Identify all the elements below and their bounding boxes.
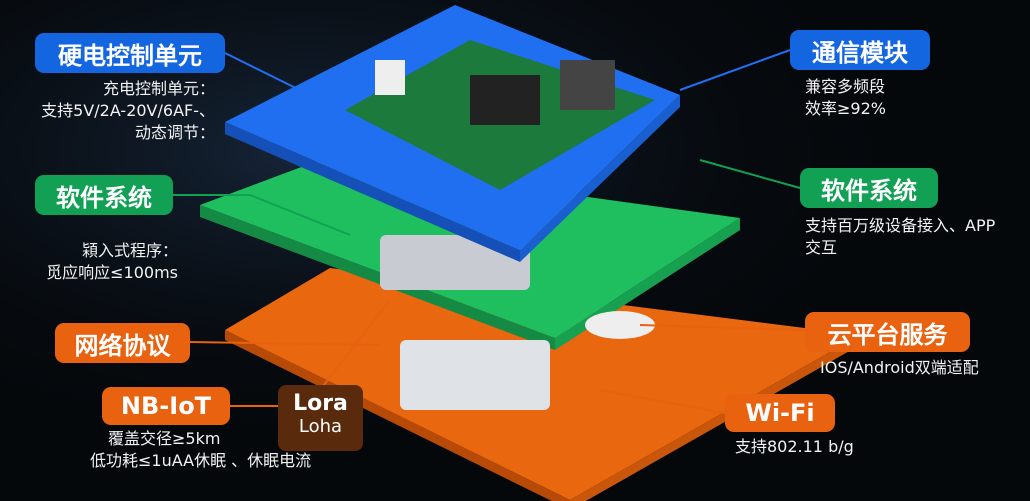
cloud-platform-tag: 云平台服务 <box>805 312 970 352</box>
wifi-tag: Wi-Fi <box>725 394 835 432</box>
text-line: 交互 <box>805 238 838 257</box>
text-line: 低功耗≤1uAA休眠 、休眠电流 <box>90 451 312 470</box>
heatsink <box>560 60 615 110</box>
text-line: 动态调节： <box>134 123 215 142</box>
mouse-device <box>585 311 655 339</box>
blue-layer <box>225 5 680 262</box>
text-line: 支持5V/2A-20V/6AF-、 <box>41 101 215 120</box>
text-line: 效率≥92% <box>805 99 886 118</box>
hardware-description: 充电控制单元： 支持5V/2A-20V/6AF-、 动态调节： <box>0 78 215 144</box>
communication-module-tag: 通信模块 <box>790 30 930 70</box>
nbiot-tag: NB-IoT <box>102 387 230 425</box>
software-system-tag-left: 软件系统 <box>35 175 173 215</box>
text-line: 支持百万级设备接入、APP <box>805 216 996 235</box>
nbiot-description: 覆盖交径≥5km 低功耗≤1uAA休眠 、休眠电流 <box>90 428 390 472</box>
text-line: 充电控制单元： <box>102 79 215 98</box>
lora-title: Lora <box>293 391 348 416</box>
chip <box>470 75 540 125</box>
text-line: 㯋入式程序： <box>81 241 178 260</box>
gateway-device <box>400 340 550 410</box>
text-line: 支持802.11 b/g <box>735 437 854 456</box>
network-protocol-tag: 网络协议 <box>55 323 190 363</box>
software-description-right: 支持百万级设备接入、APP 交互 <box>805 215 995 259</box>
lora-subtitle: Lohа <box>298 416 343 437</box>
connector-lines <box>170 49 806 414</box>
text-line: 觅应响应≤100ms <box>46 263 178 282</box>
hardware-control-tag: 硬电控制单元 <box>35 33 225 73</box>
text-line: 兼容多频段 <box>805 77 886 96</box>
software-description-left: 㯋入式程序： 觅应响应≤100ms <box>0 240 178 284</box>
software-system-tag-right: 软件系统 <box>800 168 938 208</box>
communication-description: 兼容多频段 效率≥92% <box>805 76 886 120</box>
wifi-description: 支持802.11 b/g <box>735 436 854 458</box>
cloud-description: IOS/Android双端适配 <box>820 357 979 379</box>
text-line: IOS/Android双端适配 <box>820 358 979 377</box>
connector <box>375 60 405 95</box>
lora-tag: Lora Lohа <box>278 385 363 451</box>
text-line: 覆盖交径≥5km <box>108 429 221 448</box>
